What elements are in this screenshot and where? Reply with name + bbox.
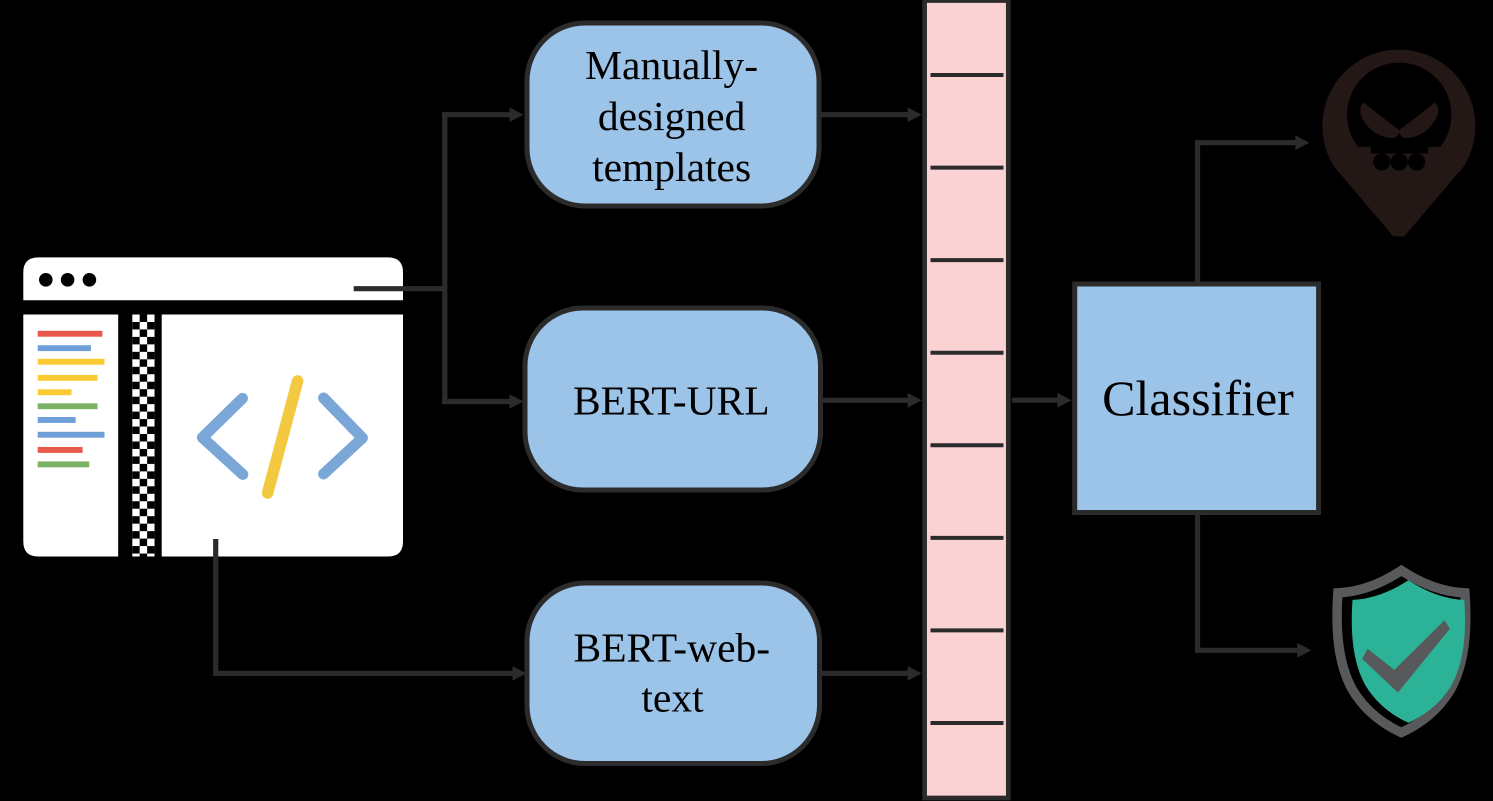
svg-text:text: text xyxy=(641,675,704,721)
svg-text:BERT-URL: BERT-URL xyxy=(573,377,770,423)
svg-text:Manually-: Manually- xyxy=(585,42,758,88)
svg-text:BERT-web-: BERT-web- xyxy=(574,625,771,671)
svg-text:Classifier: Classifier xyxy=(1102,370,1294,426)
svg-text:designed: designed xyxy=(598,93,746,139)
svg-text:templates: templates xyxy=(592,144,751,190)
